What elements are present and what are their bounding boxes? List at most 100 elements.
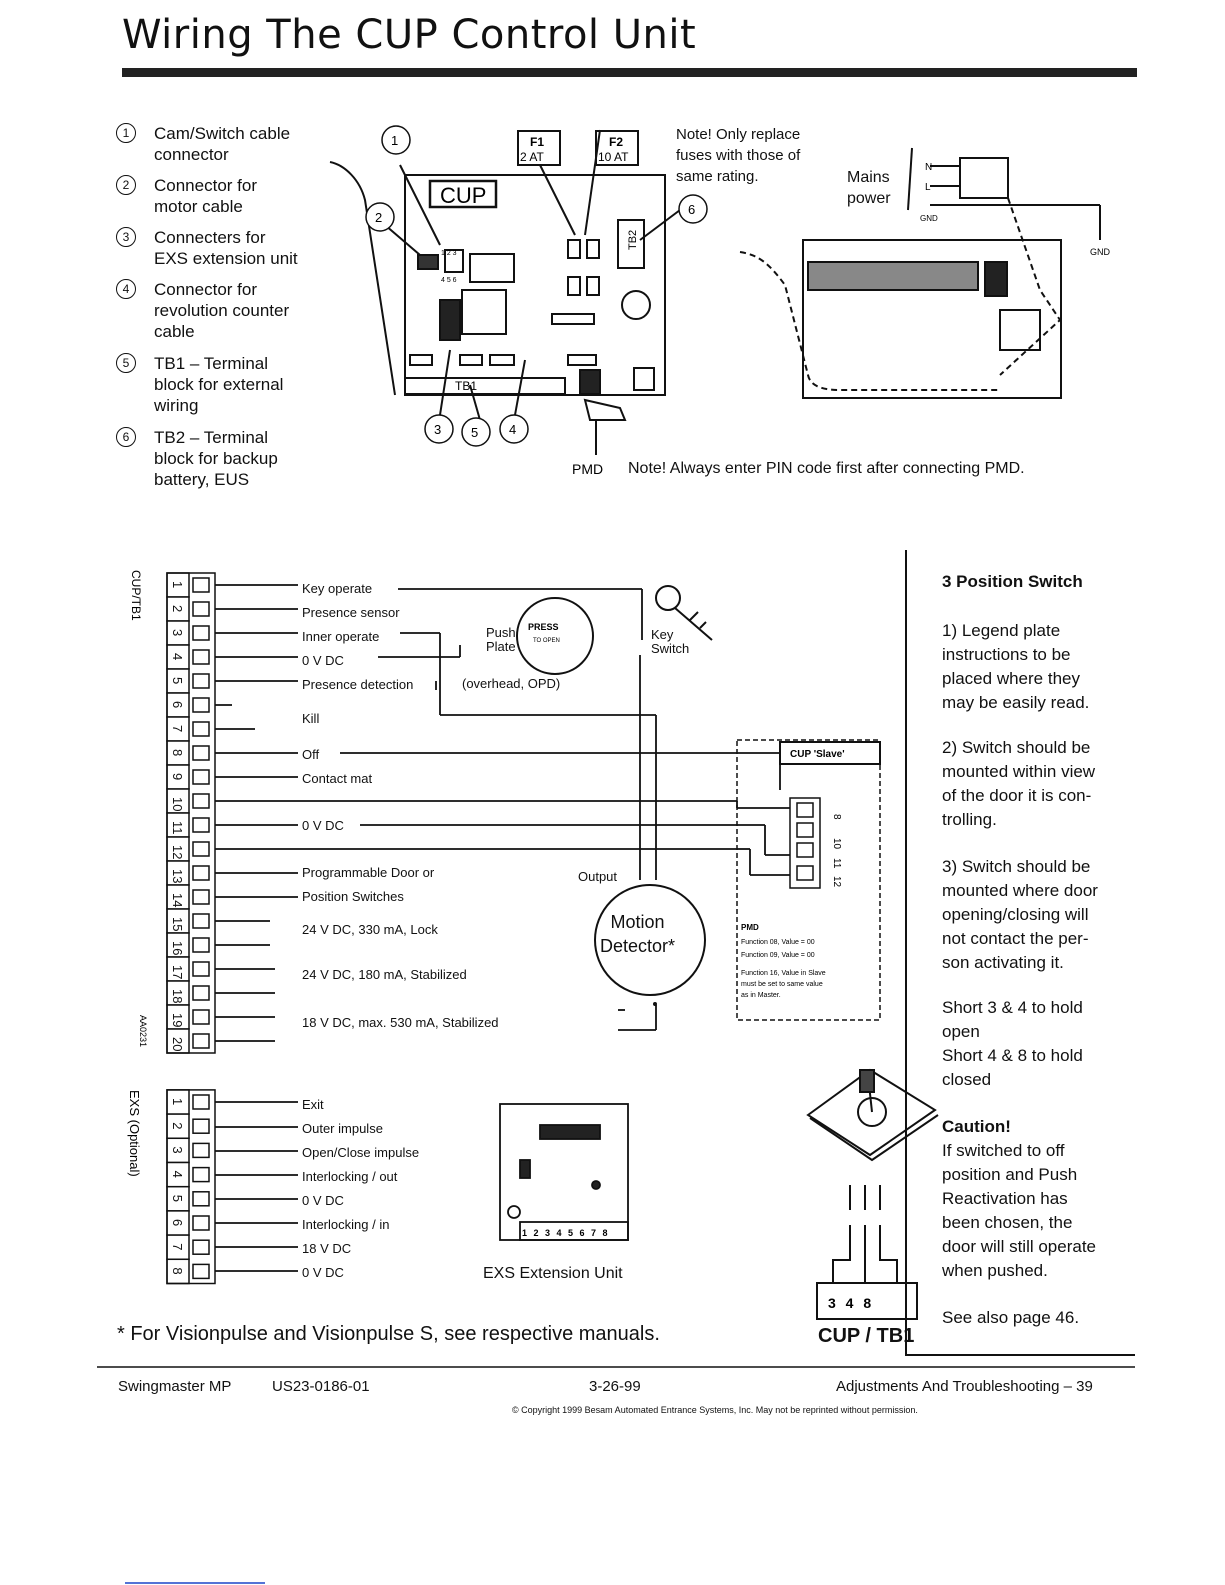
tb1-screw [192,745,210,761]
tb1-pin-number: 3 [170,629,185,636]
tb1-screw [192,601,210,617]
tb1-pin-number: 12 [170,845,185,859]
mains-label: Mains power [847,169,891,207]
f2-rating: 10 AT [598,150,629,164]
label-presence-sensor: Presence sensor [302,605,400,620]
mains-gnd-right: GND [1090,247,1111,257]
f2-label: F2 [609,135,623,149]
panel-paragraph-1: 1) Legend plate instructions to be place… [942,621,1090,712]
exs-label-3: Open/Close impulse [302,1145,420,1160]
callout-1: 1 [391,133,398,148]
footer-copyright: © Copyright 1999 Besam Automated Entranc… [512,1405,918,1415]
tb1-screw [192,673,210,689]
tb1-label: TB1 [455,379,477,393]
three-position-switch-drawing [806,1068,939,1320]
press-text: PRESS [528,622,559,632]
exs-label-7: 18 V DC [302,1241,352,1256]
legend-number: 4 [116,279,136,299]
tb1-pin-number: 17 [170,965,185,979]
mains-gnd: GND [920,214,938,223]
panel-paragraph-3: 3) Switch should be mounted where door o… [942,857,1098,972]
overhead-label: (overhead, OPD) [462,676,561,691]
slave-pin-8: 8 [831,814,842,820]
tb1-screw [192,985,210,1001]
legend-number: 5 [116,353,136,373]
label-key-operate: Key operate [302,581,373,596]
pmd-line-1: Function 08, Value = 00 [741,939,815,946]
tb1-pin-number: 14 [170,893,185,907]
tb1-pin-number: 16 [170,941,185,955]
legend-text: TB2 – Terminal block for backup battery,… [154,428,278,489]
exs-screw [192,1166,210,1183]
label-24v-lock: 24 V DC, 330 mA, Lock [302,922,438,937]
exs-pin-number: 2 [170,1122,185,1129]
label-contact-mat: Contact mat [302,771,373,786]
fuse-note: Note! Only replace fuses with those of s… [676,126,801,185]
tb1-pin-number: 19 [170,1013,185,1027]
panel-title: 3 Position Switch [942,572,1083,591]
tb1-pin-number: 1 [170,581,185,588]
page-title: Wiring The CUP Control Unit [122,12,697,58]
tb1-screw [192,793,210,809]
exs-screw [192,1215,210,1231]
label-off: Off [302,747,320,762]
slave-pin-12: 12 [831,876,842,888]
exs-screw [192,1239,210,1255]
caution-text: If switched to off position and Push Rea… [942,1141,1097,1280]
tb1-pin-number: 9 [170,773,185,780]
tb1-pin-number: 20 [170,1037,185,1051]
legend-text: Connector for motor cable [154,176,257,216]
exs-label-8: 0 V DC [302,1265,344,1280]
exs-pin-number: 3 [170,1146,185,1153]
tb1-screw [192,649,210,665]
label-programmable-2: Position Switches [302,889,404,904]
tb1-screw [192,1009,210,1025]
exs-pin-number: 6 [170,1219,185,1226]
three-position-switch-panel [905,550,1135,1356]
exs-screw [192,1263,210,1280]
panel-paragraph-2: 2) Switch should be mounted within view … [942,738,1096,829]
tb1-pin-number: 7 [170,725,185,732]
legend-text: Cam/Switch cable connector [154,124,291,164]
label-presence-detection: Presence detection [302,677,414,692]
switch-cup-tb1-label: CUP / TB1 [818,1325,915,1347]
tb1-screw [192,913,210,929]
key-switch-label: Key Switch [651,627,690,656]
callout-6: 6 [688,202,695,217]
label-kill: Kill [302,711,320,726]
see-also-text: See also page 46. [942,1308,1080,1327]
label-inner-operate: Inner operate [302,629,380,644]
footer-section: Adjustments And Troubleshooting – 39 [836,1378,1093,1395]
tb1-part-code: AA0231 [138,1015,148,1047]
tb1-screw [192,721,210,737]
legend-text: Connector for revolution counter cable [154,280,290,341]
title-rule [122,68,1137,77]
tb1-screw [192,769,210,785]
tb1-wires [215,584,880,1042]
slave-pin-11: 11 [831,858,842,869]
tb1-screw [192,625,210,641]
legend-item-5: 5 TB1 – Terminal block for external wirin… [116,353,326,416]
tb1-screw [192,937,210,953]
exs-pin-number: 5 [170,1195,185,1202]
cup-board [329,129,681,455]
tb1-pin-number: 5 [170,677,185,684]
short-closed-text: Short 4 & 8 to hold closed [942,1046,1083,1089]
motion-detector-label: Motion Detector* [600,912,676,956]
exs-pin-number: 8 [170,1267,185,1274]
legend-text: TB1 – Terminal block for external wiring [154,354,284,415]
exs-pin-number: 1 [170,1098,185,1105]
exs-label-5: 0 V DC [302,1193,344,1208]
switch-terminals: 3 4 8 [828,1295,874,1311]
pin-note: Note! Always enter PIN code first after … [628,460,1025,477]
pmd-line-5: as in Master. [741,992,781,999]
tb1-screw [192,961,210,977]
pin-row-bottom: 4 5 6 [441,277,457,284]
exs-screw [192,1191,210,1207]
pin-row-top: 1 2 3 [441,250,457,257]
footer-doc-code: US23-0186-01 [272,1378,370,1395]
cup-slave-box [736,739,881,1021]
